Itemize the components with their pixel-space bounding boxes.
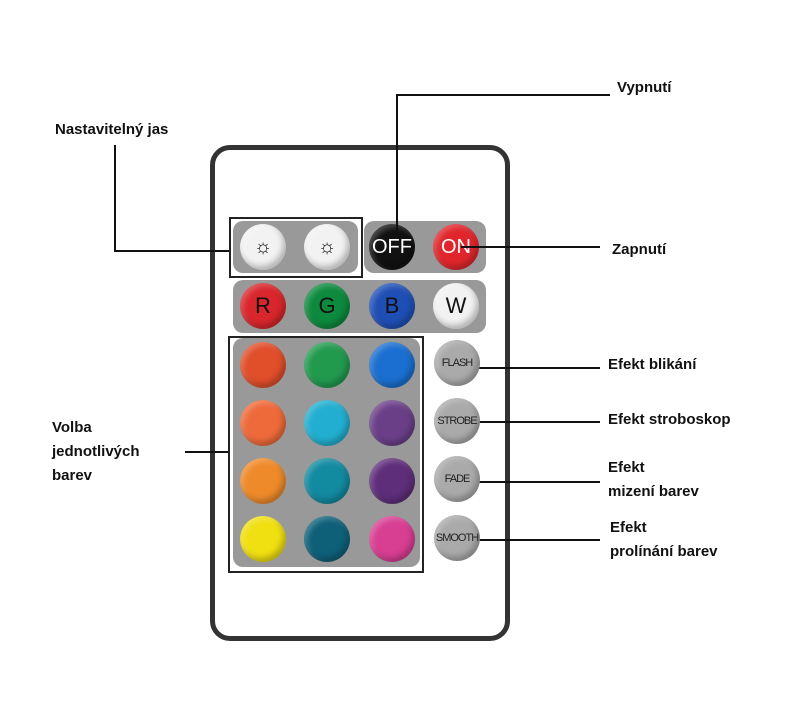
- effect-button-flash[interactable]: FLASH: [434, 340, 480, 386]
- rgbw-button-w[interactable]: W: [433, 283, 479, 329]
- label-colors-line1: Volba: [52, 419, 92, 436]
- label-off: Vypnutí: [617, 79, 672, 96]
- brightness-down-icon: ☼: [317, 235, 337, 258]
- color-button[interactable]: [304, 400, 350, 446]
- label-flash: Efekt blikání: [608, 356, 697, 373]
- brightness-outline: [229, 217, 363, 278]
- color-grid-outline: [228, 336, 424, 573]
- label-fade-line1: Efekt: [608, 459, 645, 476]
- off-label: OFF: [372, 235, 412, 258]
- rgbw-button-r[interactable]: R: [240, 283, 286, 329]
- color-button[interactable]: [240, 516, 286, 562]
- off-button[interactable]: OFF: [369, 224, 415, 270]
- rgbw-button-g[interactable]: G: [304, 283, 350, 329]
- label-smooth-line2: prolínání barev: [610, 543, 718, 560]
- brightness-up-icon: ☼: [253, 235, 273, 258]
- brightness-down-button[interactable]: ☼: [304, 224, 350, 270]
- color-button[interactable]: [369, 458, 415, 504]
- line-brightness: [114, 145, 229, 252]
- color-button[interactable]: [369, 400, 415, 446]
- color-button[interactable]: [240, 342, 286, 388]
- color-button[interactable]: [369, 342, 415, 388]
- label-smooth-line1: Efekt: [610, 519, 647, 536]
- color-button[interactable]: [304, 458, 350, 504]
- rgbw-label: B: [384, 293, 400, 318]
- brightness-up-button[interactable]: ☼: [240, 224, 286, 270]
- label-smooth: Efekt prolínání barev: [610, 516, 718, 564]
- color-button[interactable]: [304, 516, 350, 562]
- label-on: Zapnutí: [612, 241, 667, 258]
- effect-label: FLASH: [441, 357, 473, 369]
- on-label: ON: [441, 235, 471, 258]
- label-colors-line2: jednotlivých: [52, 443, 140, 460]
- effect-label: FADE: [444, 473, 471, 485]
- rgbw-label: R: [255, 293, 271, 318]
- label-fade-line2: mizení barev: [608, 483, 699, 500]
- label-fade: Efekt mizení barev: [608, 456, 699, 504]
- effect-button-fade[interactable]: FADE: [434, 456, 480, 502]
- label-brightness: Nastavitelný jas: [55, 121, 169, 138]
- effect-button-smooth[interactable]: SMOOTH: [434, 515, 480, 561]
- effect-label: SMOOTH: [435, 532, 479, 544]
- color-button[interactable]: [304, 342, 350, 388]
- color-button[interactable]: [240, 400, 286, 446]
- remote-control: [210, 145, 510, 641]
- label-strobe: Efekt stroboskop: [608, 411, 731, 428]
- effect-label: STROBE: [437, 415, 477, 427]
- color-button[interactable]: [369, 516, 415, 562]
- rgbw-label: W: [445, 293, 467, 318]
- label-colors: Volba jednotlivých barev: [52, 416, 140, 488]
- color-button[interactable]: [240, 458, 286, 504]
- rgbw-label: G: [318, 293, 336, 318]
- label-colors-line3: barev: [52, 467, 93, 484]
- rgbw-button-b[interactable]: B: [369, 283, 415, 329]
- line-off: [396, 94, 610, 236]
- effect-button-strobe[interactable]: STROBE: [434, 398, 480, 444]
